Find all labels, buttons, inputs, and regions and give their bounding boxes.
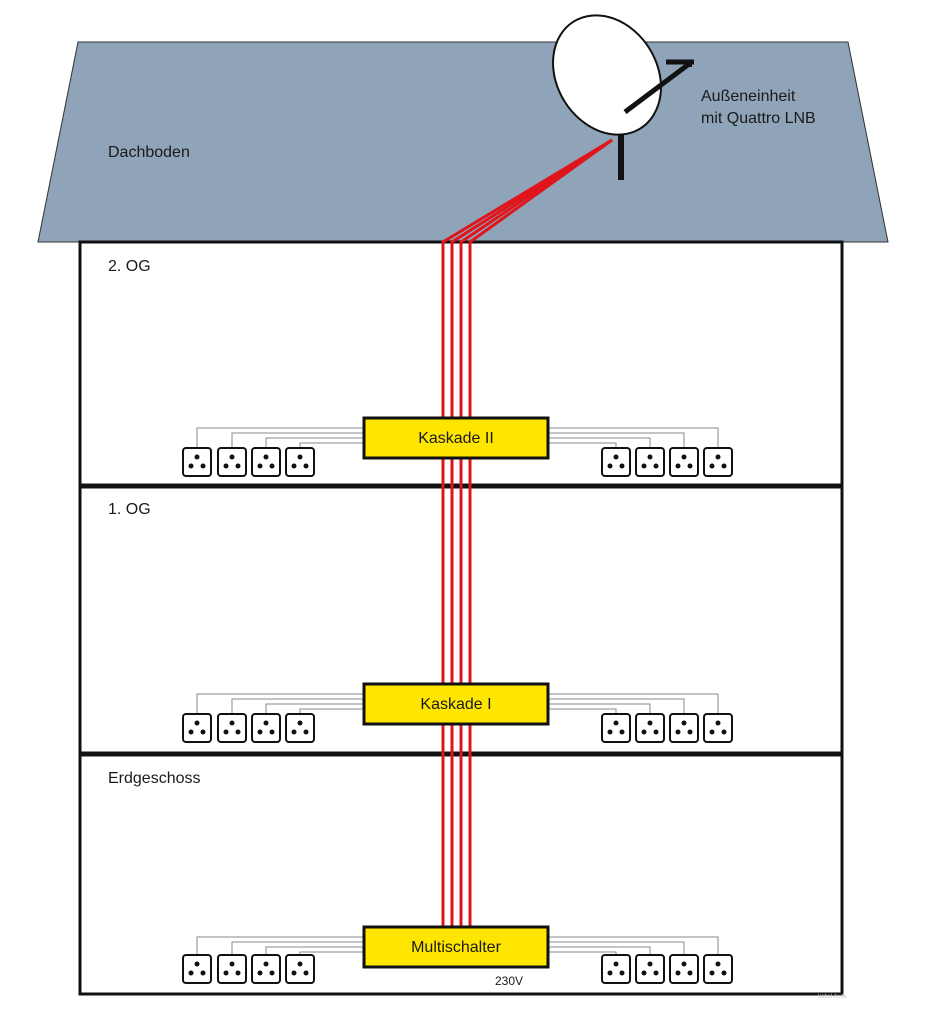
socket-feeder-line xyxy=(196,936,364,955)
socket-feeder-line xyxy=(548,432,685,448)
switch-device-box xyxy=(362,925,550,969)
socket-feeder-line xyxy=(548,698,685,714)
antenna-socket-icon xyxy=(217,954,247,984)
socket-feeder-line xyxy=(548,437,651,448)
floor-distribution: Multischalter xyxy=(182,925,733,984)
antenna-socket-icon xyxy=(285,713,315,743)
socket-feeder-line xyxy=(548,693,719,714)
floor-label-1og: 1. OG xyxy=(108,501,151,518)
socket-feeder-line xyxy=(548,941,685,955)
socket-feeder-line xyxy=(548,427,719,448)
roof-label: Dachboden xyxy=(108,144,190,161)
switch-device-box xyxy=(362,416,550,460)
socket-feeder-line xyxy=(299,708,364,714)
antenna-socket-icon xyxy=(217,713,247,743)
devices-layer: Kaskade II Kaskade I Multischalter xyxy=(182,416,733,984)
antenna-socket-icon xyxy=(635,447,665,477)
watermark: kabel-tv.de xyxy=(818,994,848,1000)
antenna-socket-icon xyxy=(703,713,733,743)
outdoor-unit-label-line1: Außeneinheit xyxy=(701,88,796,105)
antenna-socket-icon xyxy=(182,954,212,984)
antenna-socket-icon xyxy=(217,447,247,477)
antenna-socket-icon xyxy=(703,447,733,477)
antenna-socket-icon xyxy=(251,954,281,984)
socket-feeder-line xyxy=(231,432,364,448)
floor-distribution: Kaskade I xyxy=(182,682,733,743)
floor-label-2og: 2. OG xyxy=(108,258,151,275)
outdoor-unit-label-line2: mit Quattro LNB xyxy=(701,110,816,127)
socket-feeder-line xyxy=(548,703,651,714)
antenna-socket-icon xyxy=(703,954,733,984)
antenna-socket-icon xyxy=(182,713,212,743)
antenna-socket-icon xyxy=(285,954,315,984)
antenna-socket-icon xyxy=(251,447,281,477)
socket-feeder-line xyxy=(231,941,364,955)
socket-feeder-line xyxy=(196,693,364,714)
antenna-socket-icon xyxy=(285,447,315,477)
socket-feeder-line xyxy=(265,946,364,955)
socket-feeder-line xyxy=(265,437,364,448)
socket-feeder-line xyxy=(548,946,651,955)
antenna-socket-icon xyxy=(182,447,212,477)
switch-device-label: Kaskade II xyxy=(418,430,494,447)
antenna-socket-icon xyxy=(635,954,665,984)
switch-device-box xyxy=(362,682,550,726)
switch-device-label: Kaskade I xyxy=(420,696,491,713)
socket-feeder-line xyxy=(196,427,364,448)
floor-label-eg: Erdgeschoss xyxy=(108,770,201,787)
satellite-dish-icon xyxy=(552,14,694,180)
switch-device-label: Multischalter xyxy=(411,939,501,956)
antenna-socket-icon xyxy=(669,954,699,984)
antenna-socket-icon xyxy=(601,713,631,743)
floor-distribution: Kaskade II xyxy=(182,416,733,477)
socket-feeder-line xyxy=(548,936,719,955)
antenna-socket-icon xyxy=(251,713,281,743)
socket-feeder-line xyxy=(548,442,617,448)
antenna-socket-icon xyxy=(669,713,699,743)
socket-feeder-line xyxy=(299,442,364,448)
socket-feeder-line xyxy=(231,698,364,714)
antenna-socket-icon xyxy=(635,713,665,743)
antenna-socket-icon xyxy=(669,447,699,477)
antenna-socket-icon xyxy=(601,447,631,477)
socket-feeder-line xyxy=(548,708,617,714)
antenna-socket-icon xyxy=(601,954,631,984)
socket-feeder-line xyxy=(265,703,364,714)
roof-attic xyxy=(37,41,889,243)
power-label: 230V xyxy=(495,974,523,988)
